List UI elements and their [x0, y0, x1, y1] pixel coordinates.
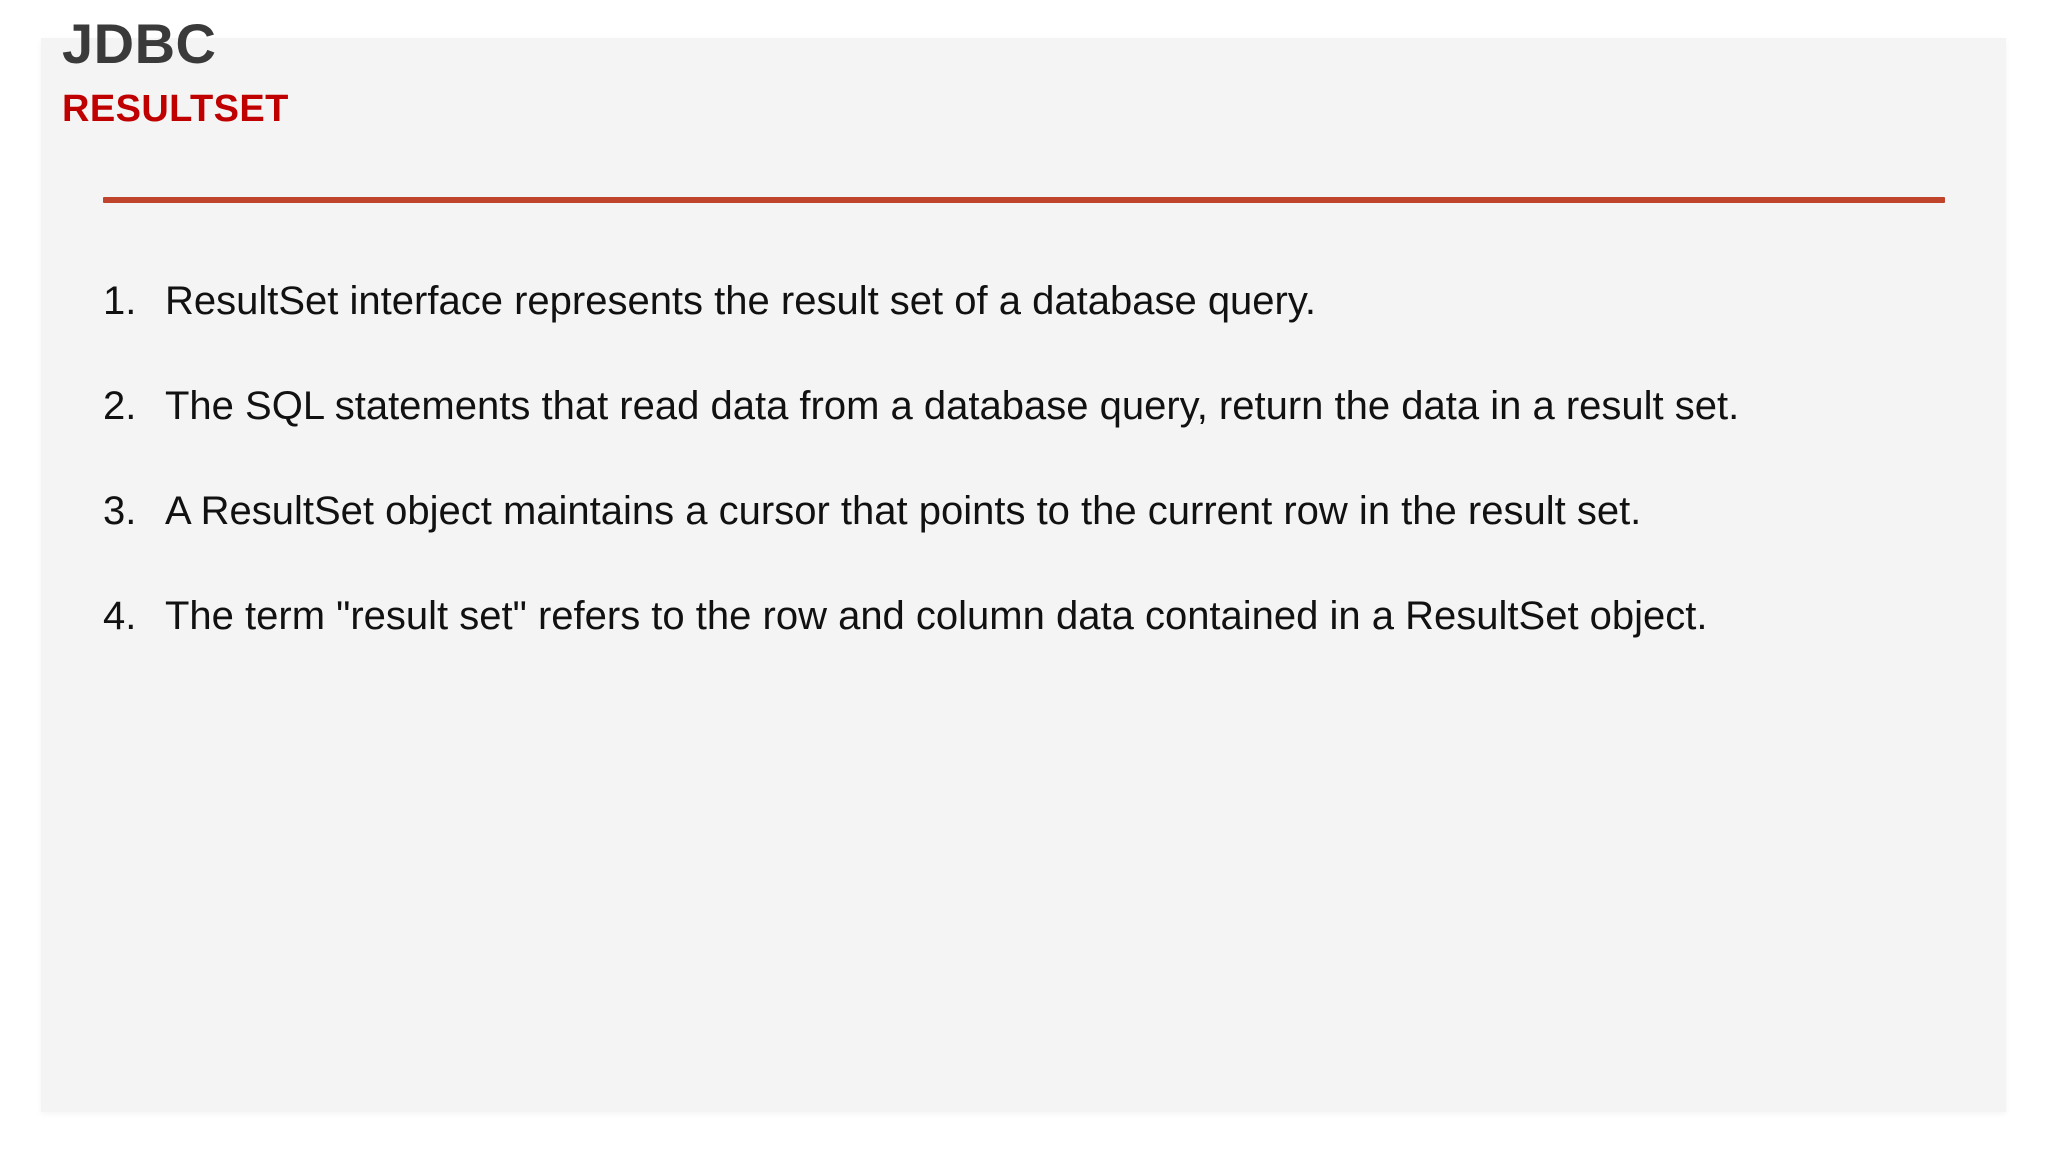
- slide-panel: [41, 38, 2006, 1112]
- list-item-marker: 2.: [103, 384, 137, 428]
- list-item: 4. The term "result set" refers to the r…: [103, 570, 1963, 663]
- list-item: 3. A ResultSet object maintains a cursor…: [103, 465, 1963, 558]
- list-item-marker: 4.: [103, 594, 137, 638]
- list-item-marker: 1.: [103, 279, 137, 323]
- list-item-text: The term "result set" refers to the row …: [165, 594, 1708, 638]
- list-item: 2. The SQL statements that read data fro…: [103, 360, 1963, 453]
- bullet-list: 1. ResultSet interface represents the re…: [103, 255, 1963, 675]
- title-block: JDBC RESULTSET: [62, 12, 1922, 130]
- list-item-text: A ResultSet object maintains a cursor th…: [165, 489, 1642, 533]
- list-item-marker: 3.: [103, 489, 137, 533]
- title-divider: [103, 197, 1945, 203]
- list-item-text: ResultSet interface represents the resul…: [165, 279, 1317, 323]
- list-item: 1. ResultSet interface represents the re…: [103, 255, 1963, 348]
- page-title: JDBC: [62, 12, 217, 75]
- list-item-text: The SQL statements that read data from a…: [165, 384, 1740, 428]
- page-subtitle: RESULTSET: [62, 88, 289, 130]
